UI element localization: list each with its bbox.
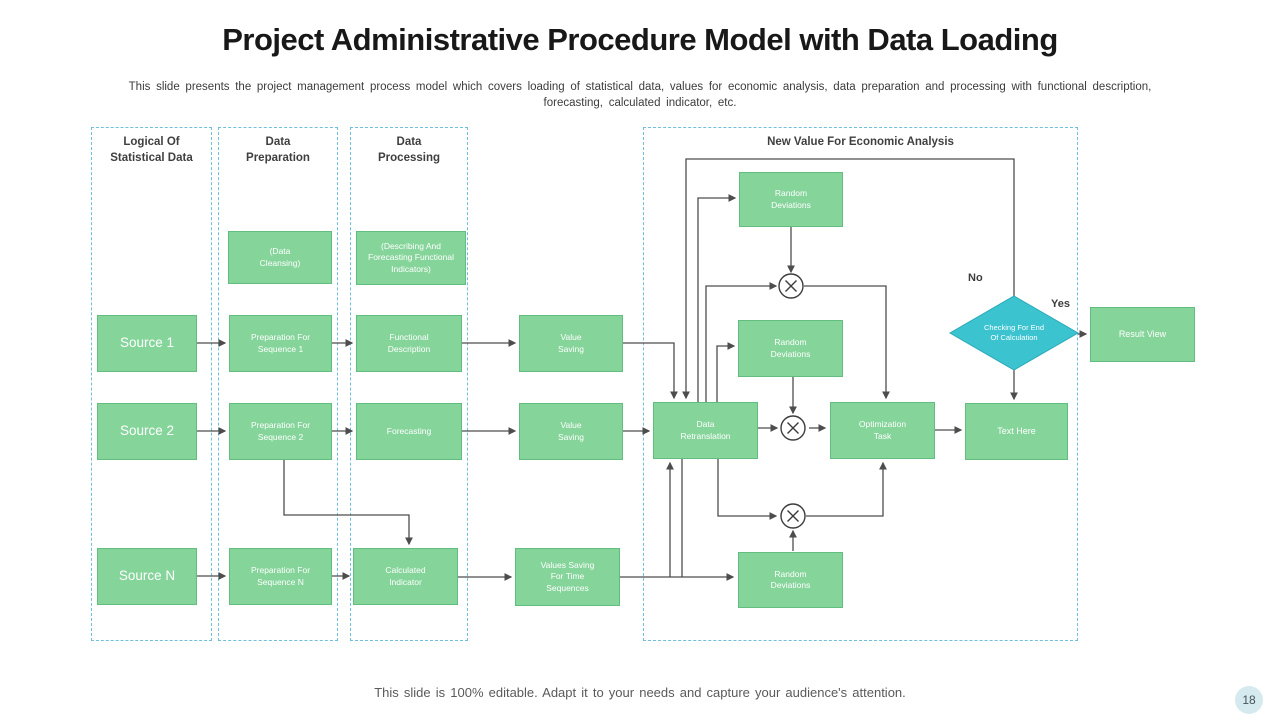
node-values-saving-time-sequences: Values Saving For Time Sequences [515, 548, 620, 606]
node-source-1: Source 1 [97, 315, 197, 372]
lane-logical-statistical-data: Logical Of Statistical Data [91, 127, 212, 641]
node-checking-for-end-label: Checking For End Of Calculation [983, 323, 1045, 342]
node-text-here: Text Here [965, 403, 1068, 460]
node-functional-description: Functional Description [356, 315, 462, 372]
multiply-junction-icon-top [778, 273, 804, 299]
node-random-deviations-top: Random Deviations [739, 172, 843, 227]
node-forecasting: Forecasting [356, 403, 462, 460]
branch-label-no: No [968, 272, 983, 284]
node-calculated-indicator: Calculated Indicator [353, 548, 458, 605]
page-title: Project Administrative Procedure Model w… [222, 22, 1058, 57]
node-data-cleansing: (Data Cleansing) [228, 231, 332, 284]
node-result-view: Result View [1090, 307, 1195, 362]
lane-header: Data Processing [378, 136, 440, 164]
page-number-badge: 18 [1235, 686, 1263, 714]
node-source-2: Source 2 [97, 403, 197, 460]
node-source-n: Source N [97, 548, 197, 605]
lane-header: Data Preparation [246, 136, 310, 164]
lane-data-preparation: Data Preparation [218, 127, 338, 641]
node-value-saving-2: Value Saving [519, 403, 623, 460]
node-data-retranslation: Data Retranslation [653, 402, 758, 459]
node-optimization-task: Optimization Task [830, 402, 935, 459]
slide-footer: This slide is 100% editable. Adapt it to… [374, 685, 906, 700]
node-value-saving-1: Value Saving [519, 315, 623, 372]
region-new-value-economic-analysis: New Value For Economic Analysis [643, 127, 1078, 641]
node-preparation-sequence-2: Preparation For Sequence 2 [229, 403, 332, 460]
region-header: New Value For Economic Analysis [767, 136, 954, 148]
slide-subtitle: This slide presents the project manageme… [128, 81, 1152, 109]
decision-diamond [949, 295, 1079, 371]
node-random-deviations-bottom: Random Deviations [738, 552, 843, 608]
node-preparation-sequence-n: Preparation For Sequence N [229, 548, 332, 605]
branch-label-yes: Yes [1051, 298, 1070, 310]
multiply-junction-icon-middle [780, 415, 806, 441]
node-describing-forecasting: (Describing And Forecasting Functional I… [356, 231, 466, 285]
multiply-junction-icon-bottom [780, 503, 806, 529]
lane-header: Logical Of Statistical Data [110, 136, 193, 164]
node-random-deviations-middle: Random Deviations [738, 320, 843, 377]
lane-data-processing: Data Processing [350, 127, 468, 641]
node-preparation-sequence-1: Preparation For Sequence 1 [229, 315, 332, 372]
